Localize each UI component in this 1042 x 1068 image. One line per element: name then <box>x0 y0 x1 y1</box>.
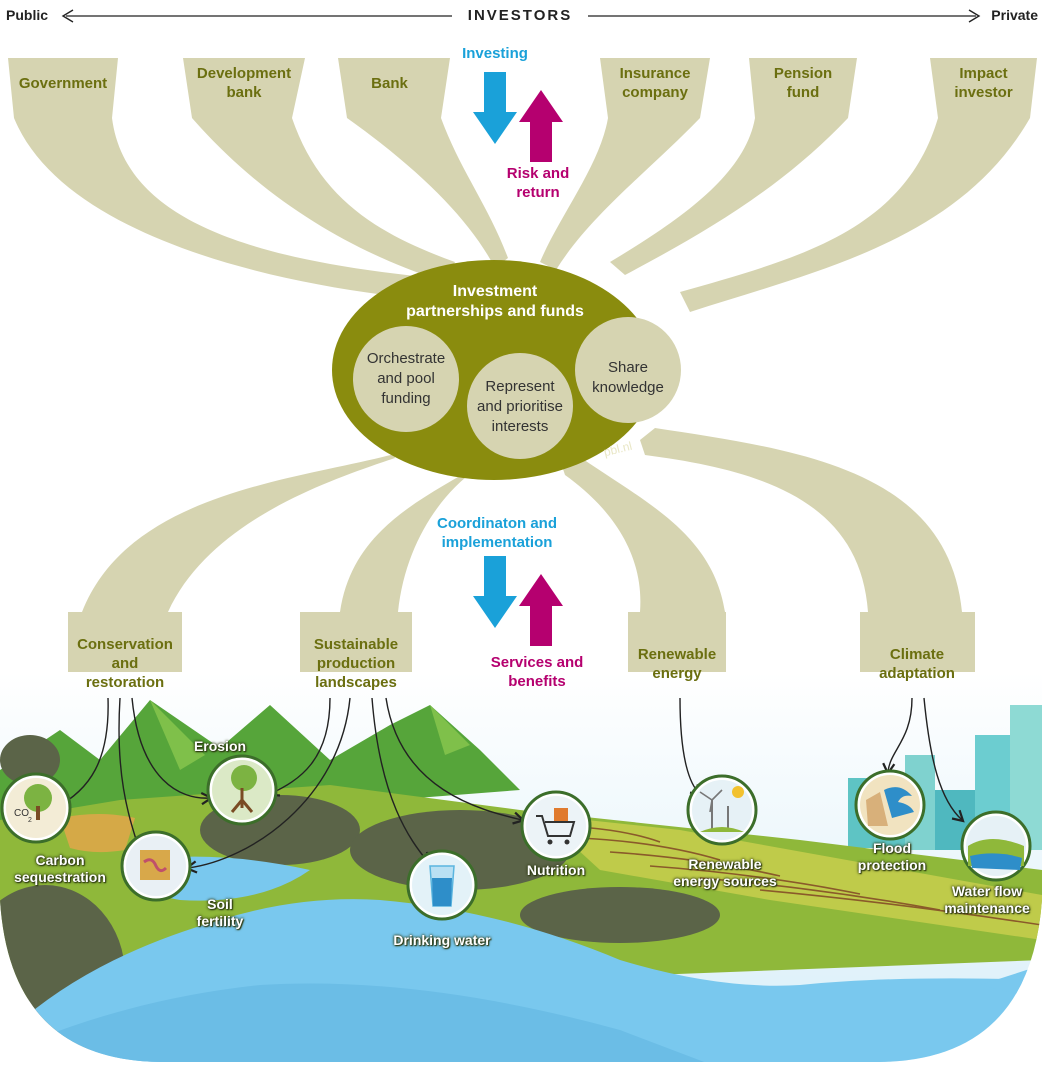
funnel-pension <box>610 58 857 275</box>
service-nutrition: Nutrition <box>526 862 586 878</box>
investing-label: Investing <box>462 45 528 62</box>
funnel-conservation <box>68 438 402 698</box>
risk-return-label: Risk and return <box>506 165 570 201</box>
coordination-arrow-icon <box>473 556 517 628</box>
arrow-left-icon <box>61 9 74 23</box>
shopping-cart-icon <box>520 790 592 862</box>
header-axis <box>61 9 981 23</box>
service-erosion: Erosion <box>193 738 247 754</box>
header-public-label: Public <box>6 7 49 23</box>
service-icons: CO 2 <box>0 754 1032 921</box>
flow-arrows-bottom <box>473 556 563 646</box>
funnel-climate <box>640 428 975 698</box>
tree-co2-icon: CO 2 <box>0 772 72 844</box>
investor-impact-investor: Impact investor <box>954 65 1013 101</box>
tree-roots-icon <box>206 754 278 826</box>
investor-government: Government <box>18 75 108 92</box>
investor-bank: Bank <box>371 75 408 92</box>
role-represent: Represent and prioritise interests <box>477 378 563 435</box>
service-drinking-water: Drinking water <box>393 932 491 948</box>
erosion-dam <box>60 814 135 853</box>
investor-funnels <box>8 58 1037 312</box>
landscape-scene <box>0 672 1042 1062</box>
wind-turbine-icon <box>686 774 758 846</box>
service-soil-fertility: Soil fertility <box>196 896 244 929</box>
river-icon <box>960 810 1032 882</box>
arrow-right-icon <box>968 9 981 23</box>
sector-conservation: Conservation and restoration <box>77 636 173 691</box>
benefits-arrow-icon <box>519 574 563 646</box>
funnel-government <box>8 58 435 300</box>
hub-title: Investment partnerships and funds <box>406 283 584 320</box>
services-benefits-label: Services and benefits <box>490 654 584 690</box>
wave-icon <box>854 769 926 841</box>
svg-text:CO: CO <box>14 808 29 819</box>
funnel-renewable <box>560 452 726 698</box>
role-circle-represent <box>467 353 573 459</box>
role-circle-orchestrate <box>353 326 459 432</box>
service-renewable-energy-sources: Renewable energy sources <box>673 856 777 889</box>
header-title: INVESTORS <box>467 7 573 24</box>
role-share: Share knowledge <box>592 359 664 396</box>
investing-arrow-icon <box>473 72 517 144</box>
flow-arrows-top <box>473 72 563 162</box>
crop-rows <box>559 825 1042 926</box>
sector-renewable-energy: Renewable energy <box>637 646 717 682</box>
return-arrow-icon <box>519 90 563 162</box>
funnel-bank <box>338 58 508 268</box>
service-water-flow-maintenance: Water flow maintenance <box>944 883 1030 916</box>
funnel-development-bank <box>183 58 455 282</box>
role-orchestrate: Orchestrate and pool funding <box>366 350 446 407</box>
sector-sustainable-production: Sustainable production landscapes <box>313 636 399 691</box>
coordination-label: Coordinaton and implementation <box>437 515 557 551</box>
sector-funnels <box>68 428 975 698</box>
investor-development-bank: Development bank <box>196 65 292 101</box>
sector-climate-adaptation: Climate adaptation <box>879 646 955 682</box>
header-private-label: Private <box>991 7 1038 23</box>
role-circle-share <box>575 317 681 423</box>
funnel-impact <box>680 58 1037 312</box>
investor-insurance-company: Insurance company <box>619 65 691 101</box>
funnel-sustainable <box>300 455 482 698</box>
service-carbon-sequestration: Carbon sequestration <box>14 852 106 885</box>
crop-field <box>540 815 1042 940</box>
svg-text:2: 2 <box>28 817 32 824</box>
water-glass-icon <box>406 849 478 921</box>
service-flood-protection: Flood protection <box>857 840 927 873</box>
funnel-insurance <box>540 58 710 270</box>
investor-pension-fund: Pension fund <box>773 65 833 101</box>
soil-worm-icon <box>120 830 192 902</box>
